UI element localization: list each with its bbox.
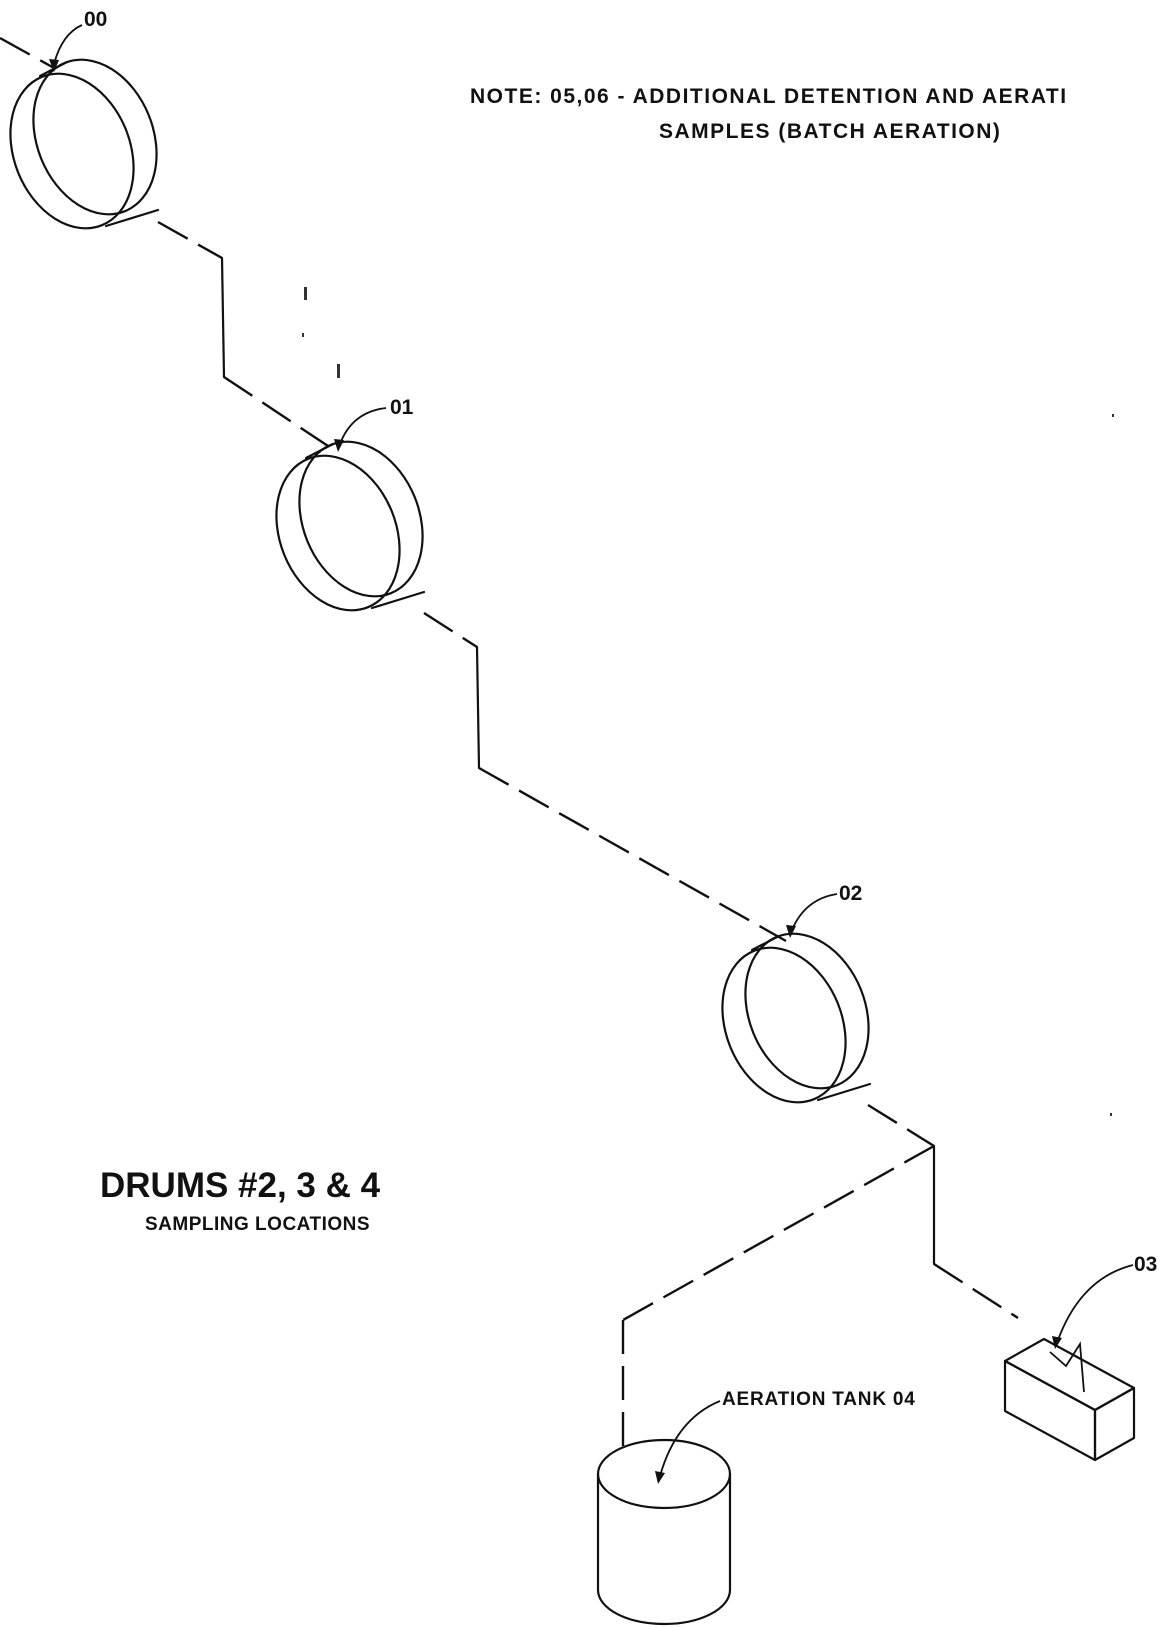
- drum-00: [9, 58, 160, 230]
- label-point-03: 03: [1134, 1253, 1157, 1276]
- drum-01: [275, 440, 426, 612]
- aeration-tank-04: [596, 1438, 732, 1626]
- label-aeration-tank: AERATION TANK 04: [722, 1389, 916, 1410]
- leader-arrows: [49, 24, 1134, 1484]
- note-line-2: SAMPLES (BATCH AERATION): [659, 120, 1001, 143]
- pipe-lines: [0, 36, 1019, 1455]
- label-point-00: 00: [84, 8, 107, 31]
- label-point-02: 02: [839, 882, 862, 905]
- note-line-1: NOTE: 05,06 - ADDITIONAL DETENTION AND A…: [470, 85, 1068, 108]
- label-point-01: 01: [390, 396, 414, 419]
- diagram-title: DRUMS #2, 3 & 4: [100, 1166, 381, 1205]
- diagram-subtitle: SAMPLING LOCATIONS: [145, 1214, 370, 1235]
- scan-specks: [302, 287, 1114, 1116]
- drum-02: [721, 932, 872, 1104]
- sample-box-03: [1003, 1337, 1136, 1462]
